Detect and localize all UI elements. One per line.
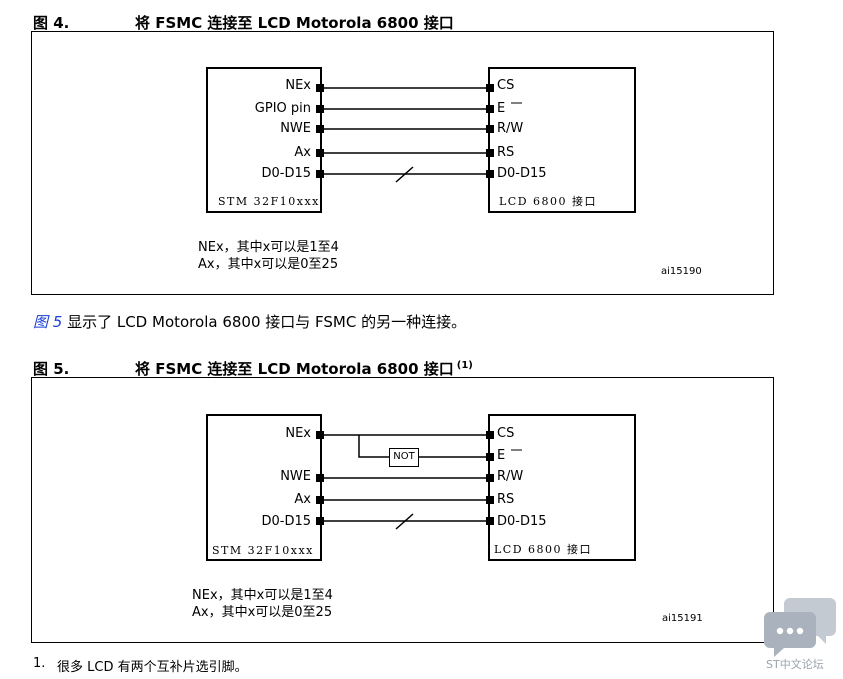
figure-4-pin-square (486, 84, 494, 92)
not-gate: NOT (389, 448, 419, 467)
figure-5-bus-slash (395, 513, 414, 530)
figure-4-frame (31, 31, 774, 295)
not-gate-label: NOT (393, 451, 415, 462)
figure-5-pin-cs: CS (497, 426, 515, 441)
figure-5-pin-e: E (497, 448, 506, 463)
figure-5-pin-square (316, 431, 324, 439)
figure-4-pin-square (486, 170, 494, 178)
figure-4-pin-square (316, 105, 324, 113)
figure-5-wire-nex-to-not (358, 435, 389, 458)
figure-4-pin-ax: Ax (294, 145, 311, 160)
figure-5-pin-d0-d15: D0-D15 (261, 514, 311, 529)
figure-4-pin-gpio: GPIO pin (254, 101, 311, 116)
figure-5-pin-square (486, 474, 494, 482)
figure-5-note-1: NEx，其中x可以是1至4 (192, 588, 333, 603)
body-paragraph: 图 5 显示了 LCD Motorola 6800 接口与 FSMC 的另一种连… (33, 311, 466, 332)
figure-4-pin-rs: RS (497, 145, 515, 160)
figure-4-lcd-chip (488, 67, 636, 213)
figure-5-pin-nwe: NWE (280, 469, 311, 484)
figure-4-pin-nwe: NWE (280, 121, 311, 136)
footnote-number: 1. (33, 656, 46, 671)
figure-5-pin-square (316, 474, 324, 482)
figure-4-pin-d0-d15: D0-D15 (261, 166, 311, 181)
figure-5-note-2: Ax，其中x可以是0至25 (192, 605, 333, 620)
figure-5-pin-d0-d15-lcd: D0-D15 (497, 514, 547, 529)
figure-4-stm32-label: STM 32F10xxx (218, 195, 320, 208)
figure-4-number: 图 4. (33, 14, 70, 32)
figure-4-pin-square (486, 149, 494, 157)
figure-4-pin-square (486, 125, 494, 133)
figure-5-pin-nex: NEx (285, 426, 311, 441)
figure-4-pin-rw: R/W (497, 121, 524, 136)
figure-5-pin-rs: RS (497, 492, 515, 507)
figure-5-pin-square (316, 517, 324, 525)
figure-5-title-text: 将 FSMC 连接至 LCD Motorola 6800 接口 (135, 360, 454, 378)
figure-4-pin-d0-d15-lcd: D0-D15 (497, 166, 547, 181)
figure-5-stm32-chip (206, 414, 322, 561)
figure-4-note-1: NEx，其中x可以是1至4 (198, 240, 339, 255)
figure-4-pin-square (486, 105, 494, 113)
figure-5-footnote-ref[interactable]: (1) (456, 360, 473, 371)
watermark-text: ST中文论坛 (766, 658, 824, 671)
figure-5-number: 图 5. (33, 360, 70, 378)
figure-4-lcd-label: LCD 6800 接口 (499, 195, 598, 208)
figure-4-code: ai15190 (661, 266, 702, 277)
figure-5-pin-square (486, 517, 494, 525)
figure-4-pin-square (316, 149, 324, 157)
footnote-text: 很多 LCD 有两个互补片选引脚。 (57, 660, 248, 675)
figure-4-pin-e: E (497, 101, 506, 116)
figure-4-note-2: Ax，其中x可以是0至25 (198, 257, 339, 272)
figure-5-code: ai15191 (662, 613, 703, 624)
figure-5-title: 将 FSMC 连接至 LCD Motorola 6800 接口(1) (135, 358, 473, 379)
figure-5-pin-square (486, 431, 494, 439)
figure-5-pin-square (316, 496, 324, 504)
body-paragraph-text: 显示了 LCD Motorola 6800 接口与 FSMC 的另一种连接。 (62, 313, 467, 331)
figure-4-title: 将 FSMC 连接至 LCD Motorola 6800 接口 (135, 14, 454, 32)
figure-4-pin-square (316, 125, 324, 133)
figure-4-pin-square (316, 170, 324, 178)
figure-4-bus-slash (395, 166, 414, 183)
figure-4-pin-nex: NEx (285, 78, 311, 93)
figure-5-lcd-chip (488, 414, 636, 561)
figure-5-pin-square (486, 453, 494, 461)
chat-bubble-icon (764, 598, 836, 657)
figure-5-pin-square (486, 496, 494, 504)
figure-5-pin-rw: R/W (497, 469, 524, 484)
figure-4-pin-cs: CS (497, 78, 515, 93)
figure-5-pin-ax: Ax (294, 492, 311, 507)
figure-5-link[interactable]: 图 5 (33, 313, 63, 331)
figure-5-lcd-label: LCD 6800 接口 (494, 543, 593, 556)
figure-4-stm32-chip (206, 67, 322, 213)
figure-5-frame (31, 377, 774, 643)
figure-4-pin-square (316, 84, 324, 92)
figure-5-stm32-label: STM 32F10xxx (212, 544, 314, 557)
